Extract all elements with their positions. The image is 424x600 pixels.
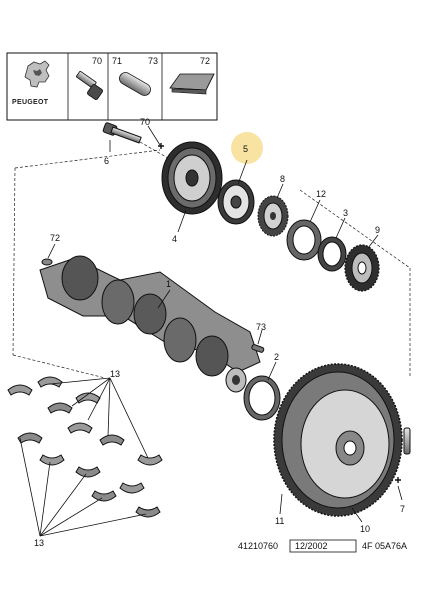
callout-72: 72 [50,233,60,243]
rear-oil-seal[interactable] [243,375,281,421]
bolt-marker-icon [395,477,401,483]
callout-12: 12 [316,189,326,199]
oil-pump-gear[interactable] [344,244,380,292]
selected-part-highlight [231,132,263,164]
callout-5: 5 [243,144,248,154]
leader-lines [19,125,403,537]
woodruff-key-icon [169,73,215,95]
callout-10: 10 [360,524,370,534]
damper-pulley[interactable] [161,141,223,215]
legend-box: PEUGEOT 70 71 73 72 [6,52,218,121]
bolt-icon [76,70,103,100]
footer-ref: 41210760 12/2002 4F 05A76A [238,539,407,553]
footer-date: 12/2002 [295,541,328,551]
crankshaft[interactable] [39,255,261,393]
callout-13-top: 13 [110,369,120,379]
callout-3: 3 [343,208,348,218]
callout-6: 6 [104,156,109,166]
front-oil-seal[interactable] [317,236,347,272]
washer-marker-icon [158,143,164,149]
flywheel-dowel[interactable] [251,344,265,353]
footer-reference: 41210760 [238,541,278,551]
callouts: 70 5 6 4 8 12 3 9 72 1 73 2 13 13 11 10 … [34,117,405,548]
callout-13-bottom: 13 [34,538,44,548]
timing-sprocket[interactable] [257,195,289,237]
flywheel[interactable] [273,363,403,517]
callout-73: 73 [256,322,266,332]
spacer-ring[interactable] [286,219,322,261]
callout-9: 9 [375,225,380,235]
legend-cell-73: 73 [148,56,158,66]
brand-name: PEUGEOT [12,99,49,106]
legend-cell-72: 72 [200,56,210,66]
legend-cell-71: 71 [112,56,122,66]
dowel-pin[interactable] [41,258,53,266]
footer-code: 4F 05A76A [362,541,407,551]
crankshaft-hub[interactable] [217,179,255,225]
callout-7: 7 [400,504,405,514]
callout-11: 11 [275,516,284,526]
legend-cell-70: 70 [92,56,102,66]
callout-8: 8 [280,174,285,184]
callout-2: 2 [274,352,279,362]
dowel-pin-icon [119,72,151,96]
callout-1: 1 [166,279,171,289]
callout-70: 70 [140,117,150,127]
main-bearing-shells[interactable] [7,376,163,518]
callout-4: 4 [172,234,177,244]
pulley-bolt[interactable] [102,122,142,144]
flywheel-bolt[interactable] [403,427,411,455]
peugeot-lion-logo [24,60,50,88]
